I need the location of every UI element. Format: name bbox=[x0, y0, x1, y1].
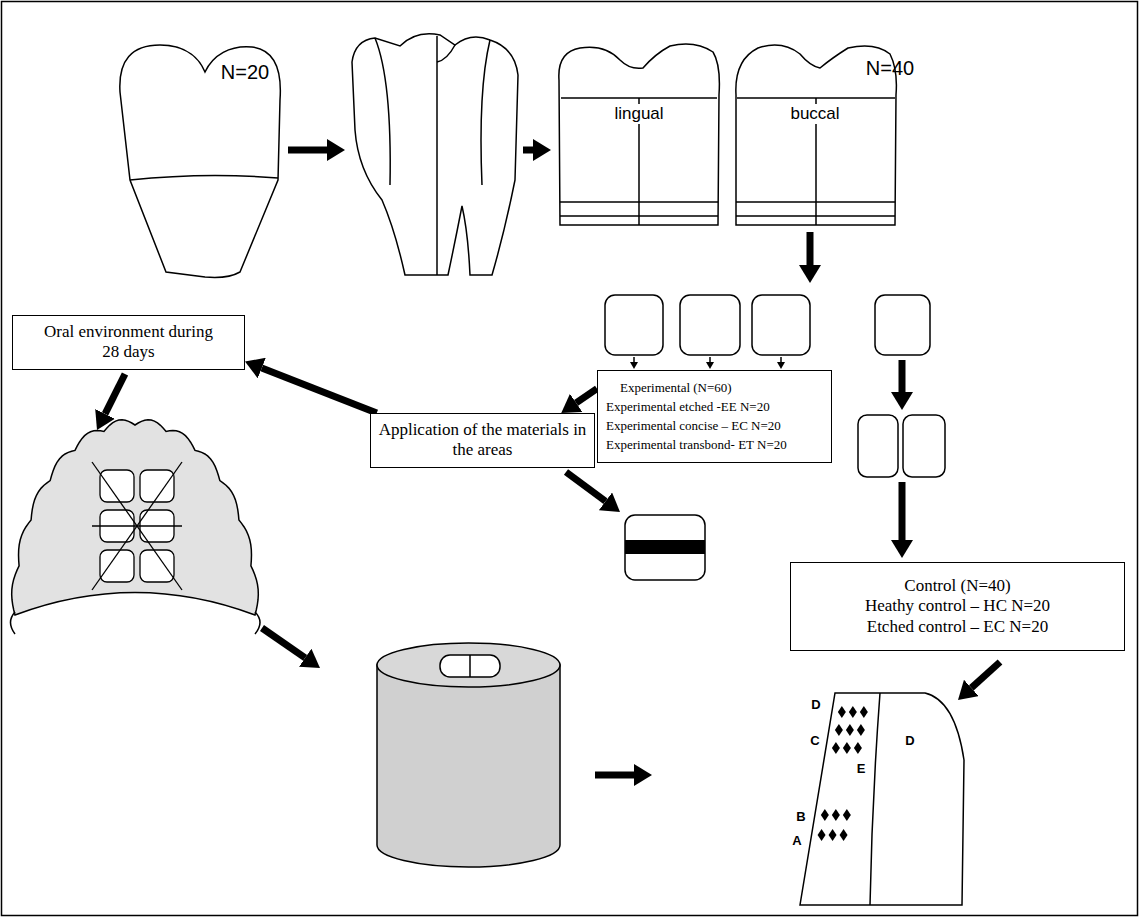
region-letter: A bbox=[792, 834, 801, 847]
surface-label: lingual bbox=[611, 104, 666, 124]
indentation-diamond bbox=[846, 724, 854, 736]
indentation-diamond bbox=[829, 829, 837, 841]
flow-arrow bbox=[780, 357, 782, 362]
retention-wire bbox=[92, 462, 182, 590]
indentation-diamond bbox=[840, 829, 848, 841]
process-box: Application of the materials in the area… bbox=[370, 413, 595, 468]
indentation-diamond bbox=[821, 809, 829, 821]
indentation-diamond bbox=[832, 809, 840, 821]
flow-arrow bbox=[595, 772, 634, 779]
box-line: Etched control – EC N=20 bbox=[801, 617, 1114, 637]
indentation-diamond bbox=[818, 829, 826, 841]
flow-arrow bbox=[709, 357, 711, 362]
box-line: Experimental etched -EE N=20 bbox=[606, 398, 823, 417]
box-heading: Experimental (N=60) bbox=[606, 379, 823, 398]
region-letter: E bbox=[857, 762, 866, 775]
region-letter: C bbox=[810, 734, 819, 747]
flow-connector bbox=[576, 389, 597, 403]
retention-wire bbox=[92, 462, 182, 590]
region-letter: D bbox=[811, 698, 820, 711]
process-box: Oral environment during 28 days bbox=[12, 315, 245, 370]
group-box: Control (N=40)Heathy control – HC N=20Et… bbox=[790, 562, 1125, 651]
box-line: Experimental concise – EC N=20 bbox=[606, 417, 823, 436]
flow-connector bbox=[262, 368, 377, 413]
box-line: Experimental transbond- ET N=20 bbox=[606, 436, 823, 455]
bonded-block bbox=[625, 515, 705, 580]
box-heading: Application of the materials in the area… bbox=[377, 420, 588, 461]
flow-arrow bbox=[262, 628, 305, 658]
clasp-wire bbox=[11, 612, 261, 634]
indentation-diamond bbox=[835, 724, 843, 736]
appliance-plate bbox=[12, 420, 259, 615]
premolar-tooth bbox=[120, 45, 281, 277]
flow-arrow bbox=[523, 147, 533, 154]
split-tooth bbox=[352, 34, 518, 275]
indentation-diamond bbox=[843, 809, 851, 821]
box-line: Heathy control – HC N=20 bbox=[801, 596, 1114, 616]
indentation-diamond bbox=[832, 742, 840, 754]
indentation-diamond bbox=[860, 706, 868, 718]
flow-arrow bbox=[633, 357, 635, 362]
region-letter: D bbox=[905, 734, 914, 747]
flow-arrow bbox=[899, 360, 906, 392]
region-letter: B bbox=[796, 810, 805, 823]
sample-count: N=40 bbox=[866, 58, 914, 78]
group-box: Experimental (N=60)Experimental etched -… bbox=[597, 370, 832, 463]
flow-arrow bbox=[899, 482, 906, 540]
flow-arrow bbox=[807, 232, 814, 265]
indentation-diamond bbox=[849, 706, 857, 718]
resin-cylinder bbox=[377, 643, 560, 867]
palatal-appliance bbox=[11, 420, 261, 634]
indentation-diamond bbox=[857, 724, 865, 736]
indentation-marks bbox=[818, 706, 868, 841]
sample-count: N=20 bbox=[221, 62, 269, 82]
indentation-diamond bbox=[838, 706, 846, 718]
flow-arrow bbox=[288, 147, 327, 154]
tooth-section bbox=[800, 693, 964, 905]
box-heading: Control (N=40) bbox=[801, 576, 1114, 596]
crown-half: lingual bbox=[555, 40, 723, 228]
indentation-diamond bbox=[843, 742, 851, 754]
indentation-diamond bbox=[854, 742, 862, 754]
flow-arrow bbox=[971, 662, 1000, 688]
flow-arrow bbox=[566, 472, 606, 501]
surface-label: buccal bbox=[787, 104, 842, 124]
flow-arrows bbox=[105, 150, 1000, 775]
box-heading: Oral environment during 28 days bbox=[34, 322, 224, 363]
crown-outline bbox=[555, 40, 723, 228]
retention-wire bbox=[92, 525, 182, 526]
flow-arrow bbox=[105, 374, 125, 414]
